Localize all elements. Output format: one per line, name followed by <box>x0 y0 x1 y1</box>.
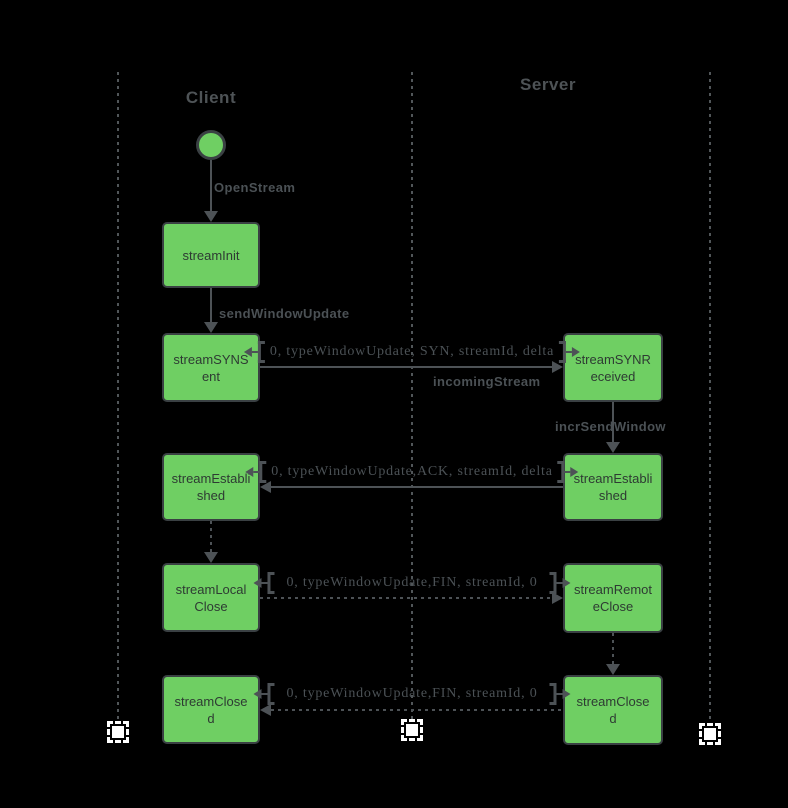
bracket-right-icon <box>549 683 557 705</box>
state-streamclosed-server-label: streamClose d <box>576 694 650 726</box>
start-state-circle <box>196 130 226 160</box>
state-streamclosed-client: streamClose d <box>162 675 260 744</box>
message-dash <box>556 693 563 695</box>
bracket-right-icon <box>559 341 567 363</box>
bracket-right-icon <box>549 572 557 594</box>
message-fin-2-text: 0, typeWindowUpdate,FIN, streamId, 0 <box>286 686 538 701</box>
lifeline-end-square-right <box>699 723 721 745</box>
arrowhead-left-icon <box>260 481 271 493</box>
state-streamestablished-server: streamEstabli shed <box>563 453 663 521</box>
message-left-arrow-icon <box>243 347 252 357</box>
arrow-localclose-line <box>210 521 212 553</box>
state-streaminit-label: streamInit <box>182 247 240 263</box>
state-streamlocalclose-label: streamLocal Close <box>175 581 247 614</box>
message-dash <box>261 693 268 695</box>
state-streamsynreceived: streamSYNR eceived <box>563 333 663 402</box>
edge-label-openstream: OpenStream <box>214 180 296 195</box>
arrow-openstream-line <box>210 160 212 212</box>
state-streaminit: streamInit <box>162 222 260 288</box>
bracket-left-icon <box>267 572 275 594</box>
message-syn-line <box>260 366 552 368</box>
arrow-sendwindowupdate-line <box>210 288 212 323</box>
message-syn: 0, typeWindowUpdate, SYN, streamId, delt… <box>243 341 581 363</box>
message-right-arrow-icon <box>562 689 571 699</box>
message-right-arrow-icon <box>572 347 581 357</box>
bracket-right-icon <box>557 461 565 483</box>
state-streamestablished-server-label: streamEstabli shed <box>573 471 653 503</box>
state-streamremoteclose: streamRemot eClose <box>563 563 663 633</box>
message-ack-line <box>271 486 563 488</box>
lifeline-end-square-middle <box>401 719 423 741</box>
state-streamclosed-client-label: streamClose d <box>174 693 248 726</box>
message-dash <box>253 471 260 473</box>
lifeline-end-square-left <box>107 721 129 743</box>
bracket-left-icon <box>259 461 267 483</box>
state-streamclosed-server: streamClose d <box>563 675 663 745</box>
state-streamestablished-client: streamEstabli shed <box>162 453 260 521</box>
message-dash <box>261 582 268 584</box>
arrowhead-right-icon <box>552 592 563 604</box>
message-fin-2-line <box>271 709 563 711</box>
edge-label-sendwindowupdate: sendWindowUpdate <box>219 306 350 321</box>
state-streamsynsent: streamSYNS ent <box>162 333 260 402</box>
message-dash <box>251 351 258 353</box>
lifeline-left <box>117 72 119 722</box>
lifeline-middle <box>411 72 413 720</box>
message-ack: 0, typeWindowUpdate,ACK, streamId, delta <box>245 461 579 483</box>
arrowhead-down-icon <box>606 442 620 453</box>
state-streamsynreceived-label: streamSYNR eceived <box>575 351 651 384</box>
bracket-left-icon <box>267 683 275 705</box>
message-dash <box>566 351 573 353</box>
state-streamsynsent-label: streamSYNS ent <box>173 351 249 384</box>
arrowhead-left-icon <box>260 704 271 716</box>
arrow-incrsendwindow-line <box>612 402 614 443</box>
message-left-arrow-icon <box>253 578 262 588</box>
bracket-left-icon <box>257 341 265 363</box>
arrowhead-down-icon <box>204 552 218 563</box>
arrowhead-right-icon <box>552 361 563 373</box>
edge-label-incomingstream: incomingStream <box>433 374 541 389</box>
arrow-serverclosed-line <box>612 633 614 665</box>
state-streamremoteclose-label: streamRemot eClose <box>573 582 653 614</box>
message-fin-1: 0, typeWindowUpdate,FIN, streamId, 0 <box>253 572 571 594</box>
message-syn-text: 0, typeWindowUpdate, SYN, streamId, delt… <box>269 344 555 359</box>
message-ack-text: 0, typeWindowUpdate,ACK, streamId, delta <box>271 464 553 479</box>
message-dash <box>556 582 563 584</box>
message-left-arrow-icon <box>245 467 254 477</box>
lane-title-server: Server <box>520 75 576 94</box>
arrowhead-down-icon <box>204 211 218 222</box>
lifeline-right <box>709 72 711 724</box>
message-fin-1-line <box>260 597 552 599</box>
state-streamestablished-client-label: streamEstabli shed <box>171 471 251 503</box>
edge-label-incrsendwindow: incrSendWindow <box>555 419 666 434</box>
message-dash <box>564 471 571 473</box>
message-fin-1-text: 0, typeWindowUpdate,FIN, streamId, 0 <box>286 575 538 590</box>
lane-title-client: Client <box>185 88 237 107</box>
message-fin-2: 0, typeWindowUpdate,FIN, streamId, 0 <box>253 683 571 705</box>
message-right-arrow-icon <box>562 578 571 588</box>
message-right-arrow-icon <box>570 467 579 477</box>
arrowhead-down-icon <box>204 322 218 333</box>
message-left-arrow-icon <box>253 689 262 699</box>
arrowhead-down-icon <box>606 664 620 675</box>
state-streamlocalclose: streamLocal Close <box>162 563 260 632</box>
